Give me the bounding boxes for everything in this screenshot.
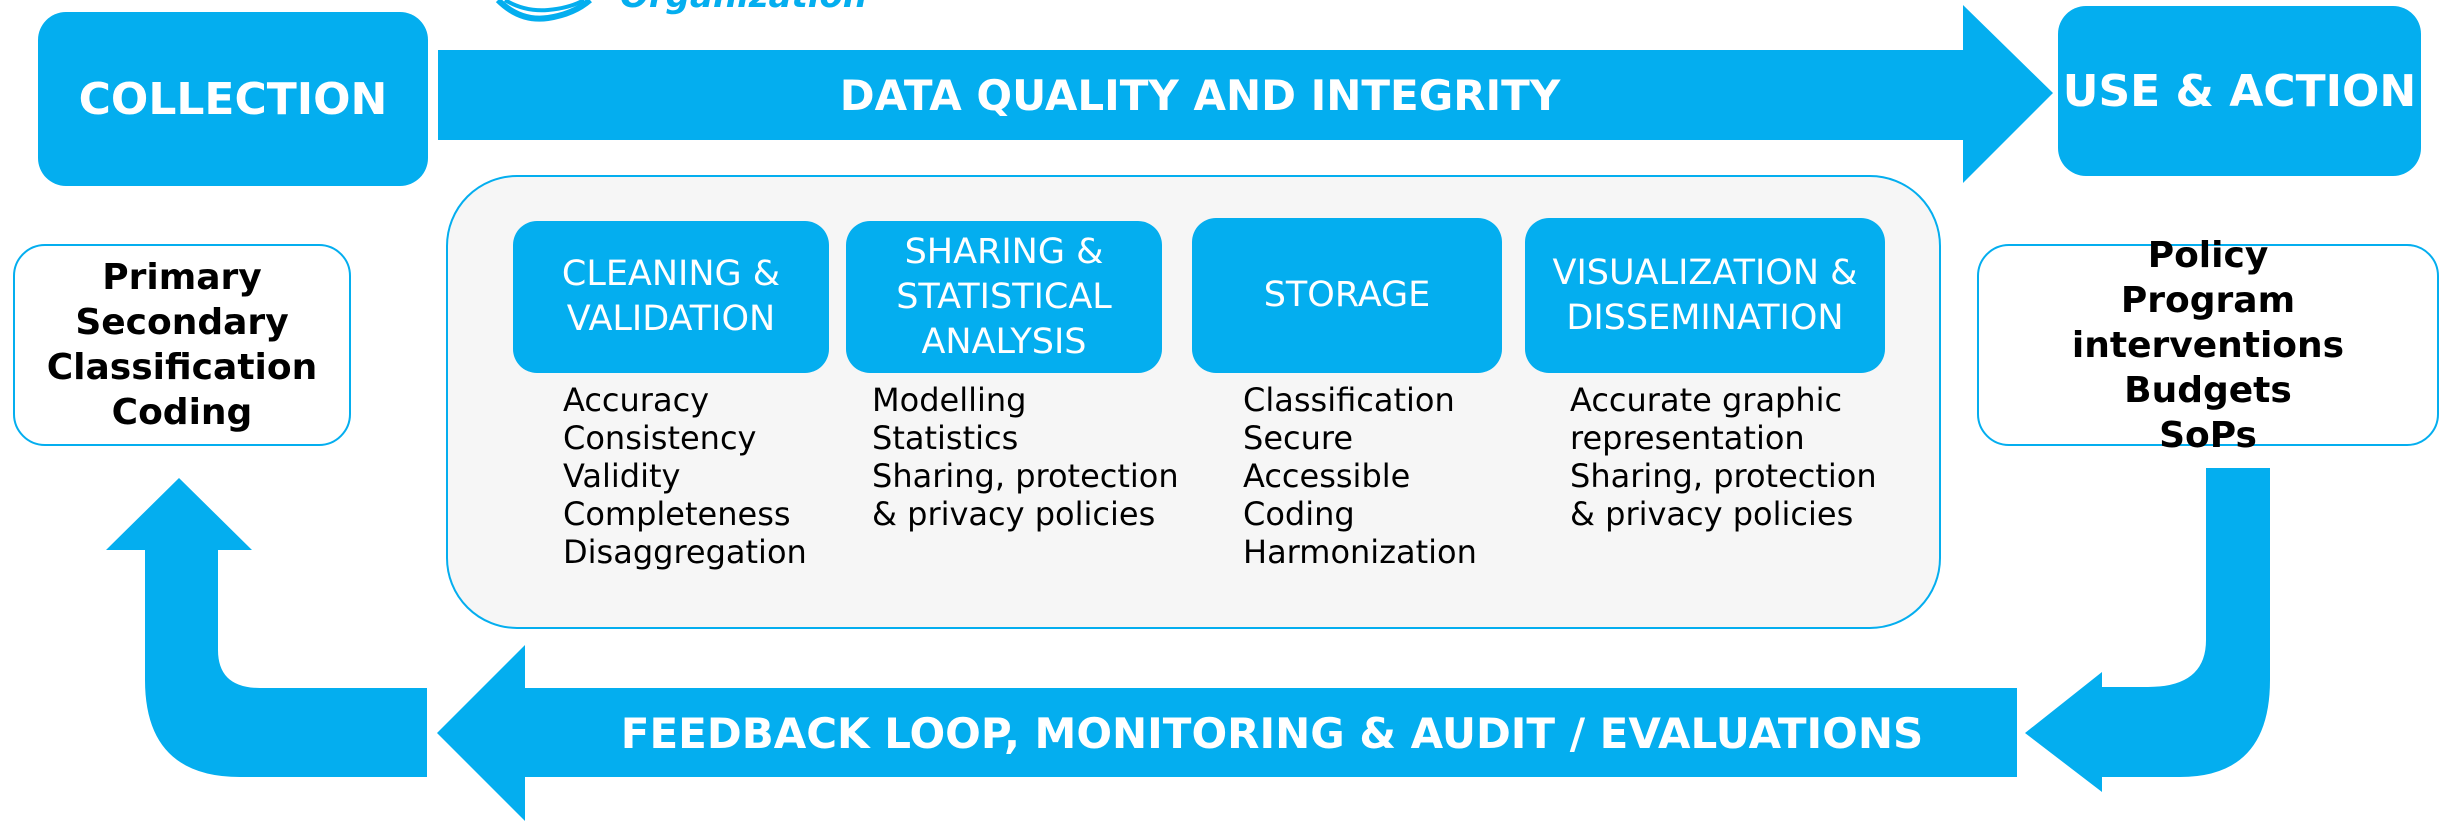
stage-item: Harmonization xyxy=(1243,533,1477,571)
data-quality-arrow xyxy=(438,5,2053,183)
stage-title: SHARING & STATISTICAL ANALYSIS xyxy=(896,231,1112,362)
use-action-item: Policy xyxy=(2147,234,2269,276)
stage-title: CLEANING & VALIDATION xyxy=(561,254,781,339)
stage-item: Consistency xyxy=(563,419,757,457)
stage-visualization-dissemination-list: Accurate graphic representation Sharing,… xyxy=(1570,381,1877,533)
use-action-label: USE & ACTION xyxy=(2062,65,2417,117)
stage-item: Accuracy xyxy=(563,381,710,419)
collection-item: Classification xyxy=(46,347,318,388)
use-action-item: Budgets xyxy=(2124,369,2292,411)
stage-title: STORAGE xyxy=(1263,275,1431,315)
stage-item: Accessible xyxy=(1243,457,1411,495)
use-action-item: Program interventions xyxy=(2071,279,2345,366)
stage-item: Validity xyxy=(563,457,681,495)
stage-storage: STORAGE xyxy=(1192,218,1502,373)
feedback-loop-label: FEEDBACK LOOP, MONITORING & AUDIT / EVAL… xyxy=(620,708,1924,758)
stage-item: Sharing, protection xyxy=(1570,457,1877,495)
stage-cleaning-validation: CLEANING & VALIDATION xyxy=(513,221,829,373)
logo-emblem-icon xyxy=(495,0,592,22)
stage-item: Coding xyxy=(1243,495,1355,533)
use-action-item: SoPs xyxy=(2159,414,2257,456)
use-action-box: USE & ACTION xyxy=(2058,6,2421,176)
left-return-arrow xyxy=(106,478,427,777)
collection-sources-box: Primary Secondary Classification Coding xyxy=(13,244,351,446)
use-action-outputs-box: Policy Program interventions Budgets SoP… xyxy=(1977,235,2439,456)
collection-item: Coding xyxy=(111,392,253,433)
stage-item: Completeness xyxy=(563,495,791,533)
stage-sharing-analysis-list: Modelling Statistics Sharing, protection… xyxy=(872,381,1179,533)
collection-item: Primary xyxy=(102,257,262,298)
stage-item: Statistics xyxy=(872,419,1019,457)
collection-box: COLLECTION xyxy=(38,12,428,186)
stage-item: representation xyxy=(1570,419,1805,457)
stage-item: Secure xyxy=(1243,419,1354,457)
stage-item: Modelling xyxy=(872,381,1027,419)
organization-logo-text: Organization xyxy=(620,0,867,16)
collection-item: Secondary xyxy=(75,302,289,343)
collection-label: COLLECTION xyxy=(78,73,388,125)
stage-item: Accurate graphic xyxy=(1570,381,1843,419)
data-quality-label: DATA QUALITY AND INTEGRITY xyxy=(839,70,1561,120)
stage-storage-list: Classification Secure Accessible Coding … xyxy=(1243,381,1477,571)
stage-sharing-analysis: SHARING & STATISTICAL ANALYSIS xyxy=(846,221,1162,373)
stage-item: & privacy policies xyxy=(872,495,1156,533)
stage-title: VISUALIZATION & DISSEMINATION xyxy=(1552,252,1858,338)
feedback-arrow xyxy=(437,645,2017,821)
stage-visualization-dissemination: VISUALIZATION & DISSEMINATION xyxy=(1525,218,1885,373)
stage-item: Sharing, protection xyxy=(872,457,1179,495)
stage-item: Disaggregation xyxy=(563,533,807,571)
right-return-arrow xyxy=(2025,468,2270,792)
stage-item: Classification xyxy=(1243,381,1455,419)
stage-item: & privacy policies xyxy=(1570,495,1854,533)
stage-cleaning-validation-list: Accuracy Consistency Validity Completene… xyxy=(563,381,807,571)
